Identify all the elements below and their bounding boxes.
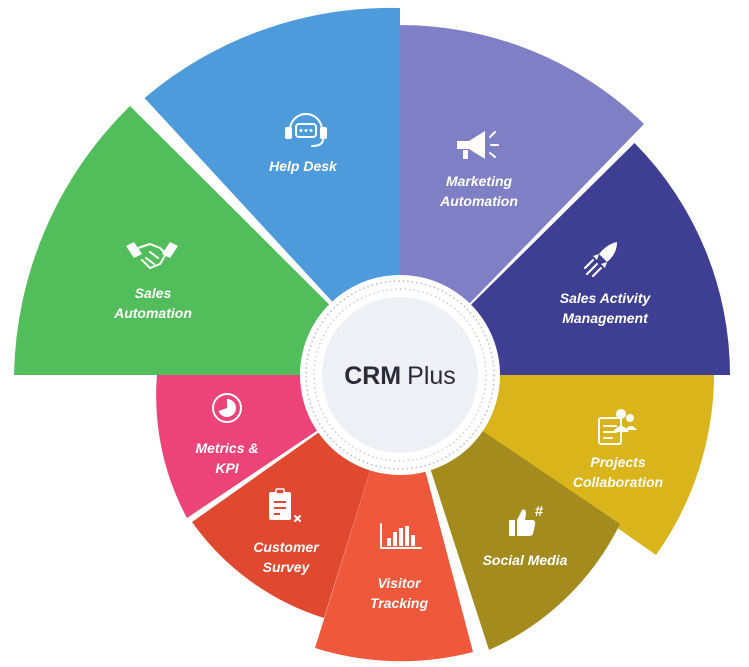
label-metrics-kpi: Metrics & KPI xyxy=(195,440,258,476)
label-line: Metrics & xyxy=(195,440,258,456)
label-line: Tracking xyxy=(370,595,429,611)
label-line: Customer xyxy=(253,539,320,555)
segment-sales-activity-management xyxy=(400,143,730,375)
clipboard-check-icon xyxy=(269,488,301,522)
rocket-icon xyxy=(584,242,617,277)
megaphone-icon xyxy=(457,131,499,159)
team-document-icon xyxy=(598,409,637,445)
bar-chart-icon xyxy=(380,523,422,549)
thumbs-up-hashtag-icon: # xyxy=(509,503,544,536)
label-line: Marketing xyxy=(446,173,513,189)
svg-text:#: # xyxy=(535,503,544,520)
segment-help-desk xyxy=(144,7,400,375)
label-help-desk: Help Desk xyxy=(269,158,338,174)
label-line: Automation xyxy=(113,305,192,321)
center-disc xyxy=(322,297,478,453)
label-line: Projects xyxy=(590,454,645,470)
segment-visitor-tracking xyxy=(315,375,473,662)
label-social-media: Social Media xyxy=(483,552,568,568)
center-dotted-ring-inner xyxy=(313,288,487,462)
label-line: Visitor xyxy=(377,575,422,591)
segment-marketing-automation xyxy=(400,24,644,375)
label-line: Sales Activity xyxy=(560,290,652,306)
center-dotted-ring-outer xyxy=(305,280,495,470)
headset-icon xyxy=(285,113,327,147)
handshake-icon xyxy=(126,242,178,269)
label-line: KPI xyxy=(215,460,239,476)
label-line: Automation xyxy=(439,193,518,209)
label-line: Survey xyxy=(263,559,311,575)
label-line: Collaboration xyxy=(573,474,663,490)
label-line: Management xyxy=(562,310,649,326)
pie-chart-icon xyxy=(212,393,242,423)
label-line: Sales xyxy=(135,285,172,301)
label-line: Social Media xyxy=(483,552,568,568)
segment-sales-automation xyxy=(14,106,400,375)
label-line: Help Desk xyxy=(269,158,338,174)
